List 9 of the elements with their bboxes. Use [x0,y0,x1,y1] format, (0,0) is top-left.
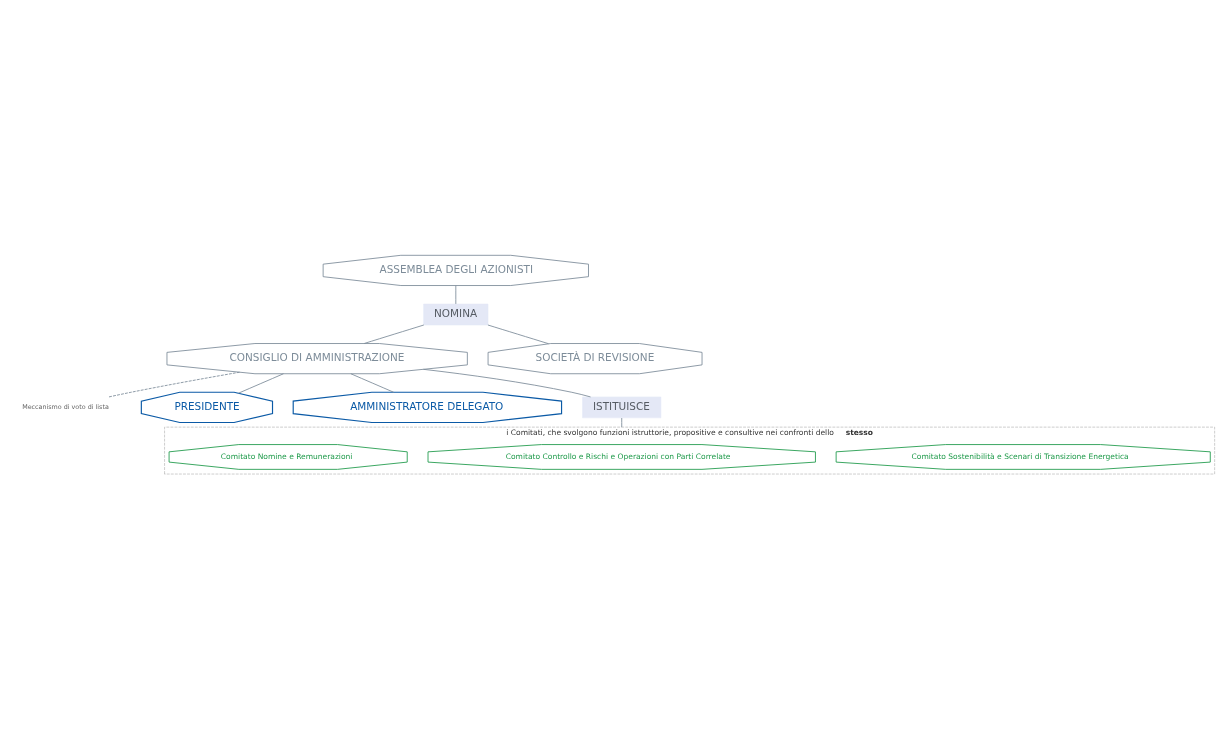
connector [455,284,457,304]
connector [621,417,623,428]
connector [363,324,425,344]
connector [237,372,284,394]
connector [108,371,240,397]
connector [487,324,549,344]
connector [422,368,591,397]
node-box: ISTITUISCE [582,396,662,418]
node-box: NOMINA [423,303,489,325]
